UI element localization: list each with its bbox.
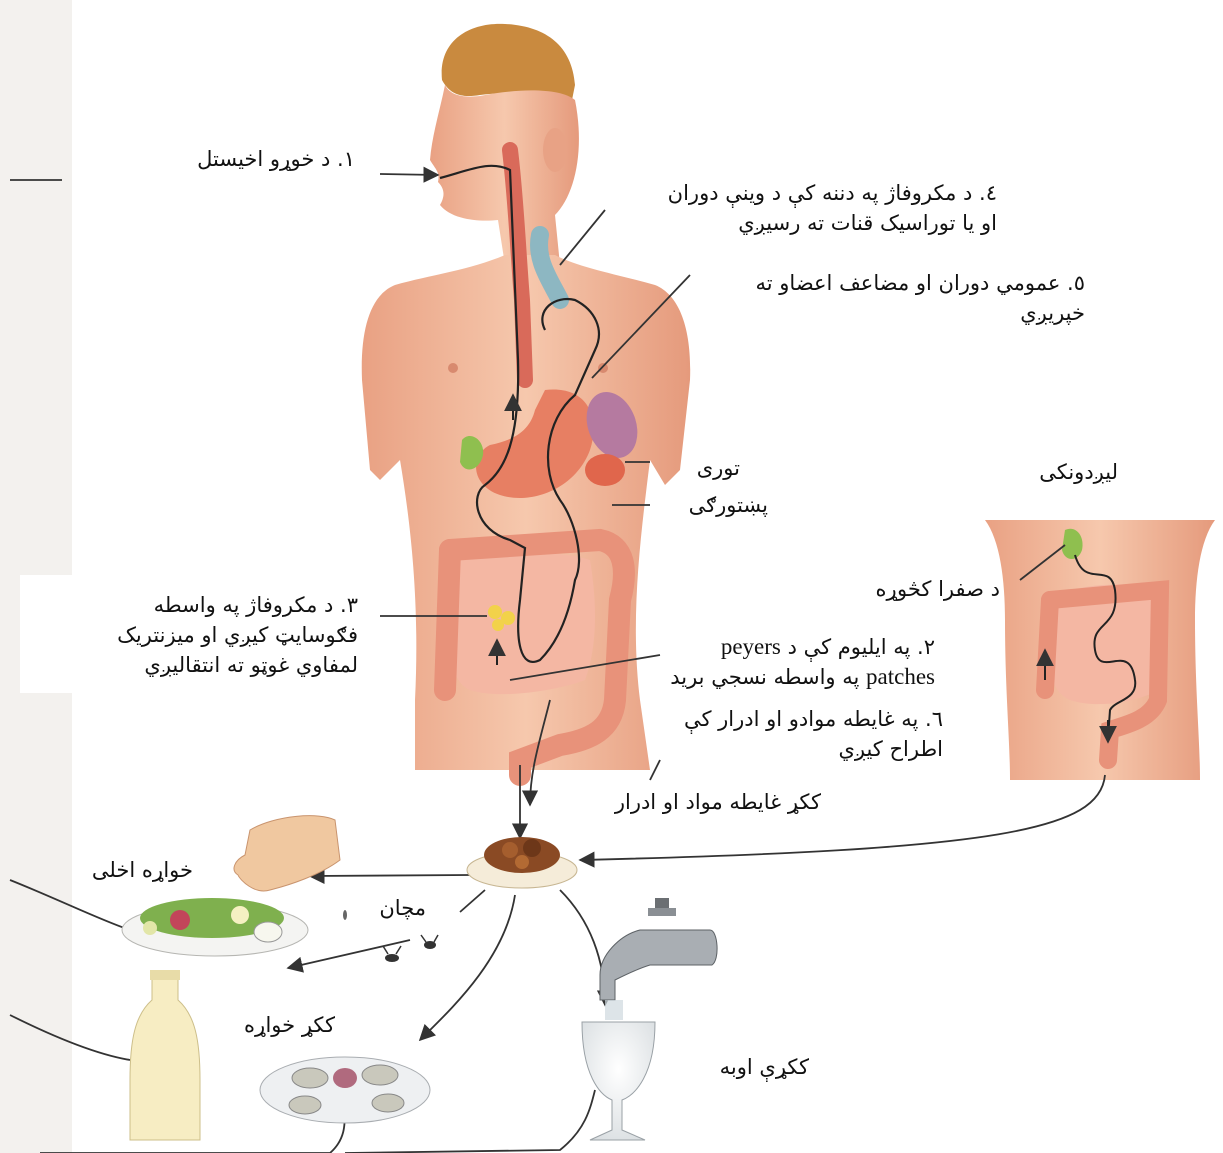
human-torso-figure bbox=[362, 24, 690, 775]
label-contaminated-excreta: ککړ غایطه مواد او ادرار bbox=[615, 787, 821, 817]
water-tap-and-glass bbox=[582, 898, 717, 1140]
pancreas bbox=[585, 454, 625, 486]
label-step2-peyers-patches: ٢. په ايليوم کې د peyers patches په واسط… bbox=[670, 632, 935, 692]
label-flies: مچان bbox=[379, 893, 426, 923]
label-step6-excretion: ٦. په غايطه موادو او ادرار کې اطراح کيږي bbox=[684, 704, 943, 764]
label-step4-macrophage-circulation: ٤. د مکروفاژ په دننه کې د وينې دوران او … bbox=[668, 178, 997, 238]
label-spleen: توری bbox=[697, 453, 740, 483]
label-step1-food-intake: ١. د خوړو اخيستل bbox=[197, 144, 355, 174]
label-carrier: لیږدونکی bbox=[1039, 457, 1118, 487]
milk-bottle bbox=[130, 970, 200, 1140]
excreta-dish bbox=[467, 837, 577, 888]
label-contaminated-food: ککړ خواړه bbox=[244, 1010, 335, 1040]
label-contaminated-water: ککړې اوبه bbox=[720, 1052, 809, 1082]
label-step5-general-circulation: ٥. عمومي دوران او مضاعف اعضاو ته خپريږي bbox=[756, 268, 1086, 328]
label-step3-macrophage-phagocytosis: ٣. د مکروفاژ په واسطه فګوسایټ کيږي او می… bbox=[117, 590, 358, 680]
carrier-abdomen-figure bbox=[985, 520, 1215, 780]
label-eating-food: خواړه اخلی bbox=[92, 855, 193, 885]
label-gallbladder: د صفرا کڅوړه bbox=[876, 574, 1000, 604]
label-pancreas: پښتورګی bbox=[689, 490, 768, 520]
oyster-plate bbox=[260, 1057, 430, 1123]
salad-plate-with-hand bbox=[122, 816, 340, 956]
